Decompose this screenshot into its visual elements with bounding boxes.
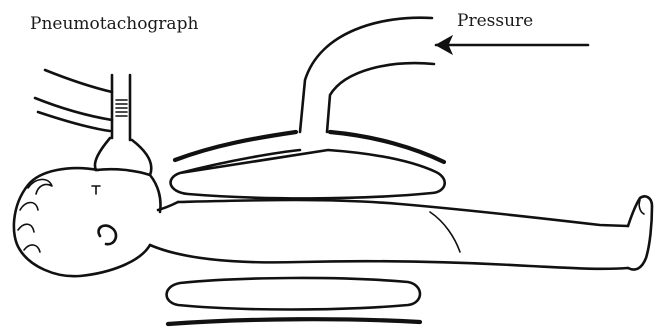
pressure-arrow xyxy=(436,36,588,54)
lower-jacket xyxy=(167,278,420,324)
upper-jacket xyxy=(171,132,445,198)
infant-figure xyxy=(14,168,652,276)
pneumotachograph-label: Pneumotachograph xyxy=(30,14,198,34)
pressure-label: Pressure xyxy=(457,11,533,31)
pneumotachograph-tubing xyxy=(35,70,151,175)
pressure-tube xyxy=(300,18,434,132)
